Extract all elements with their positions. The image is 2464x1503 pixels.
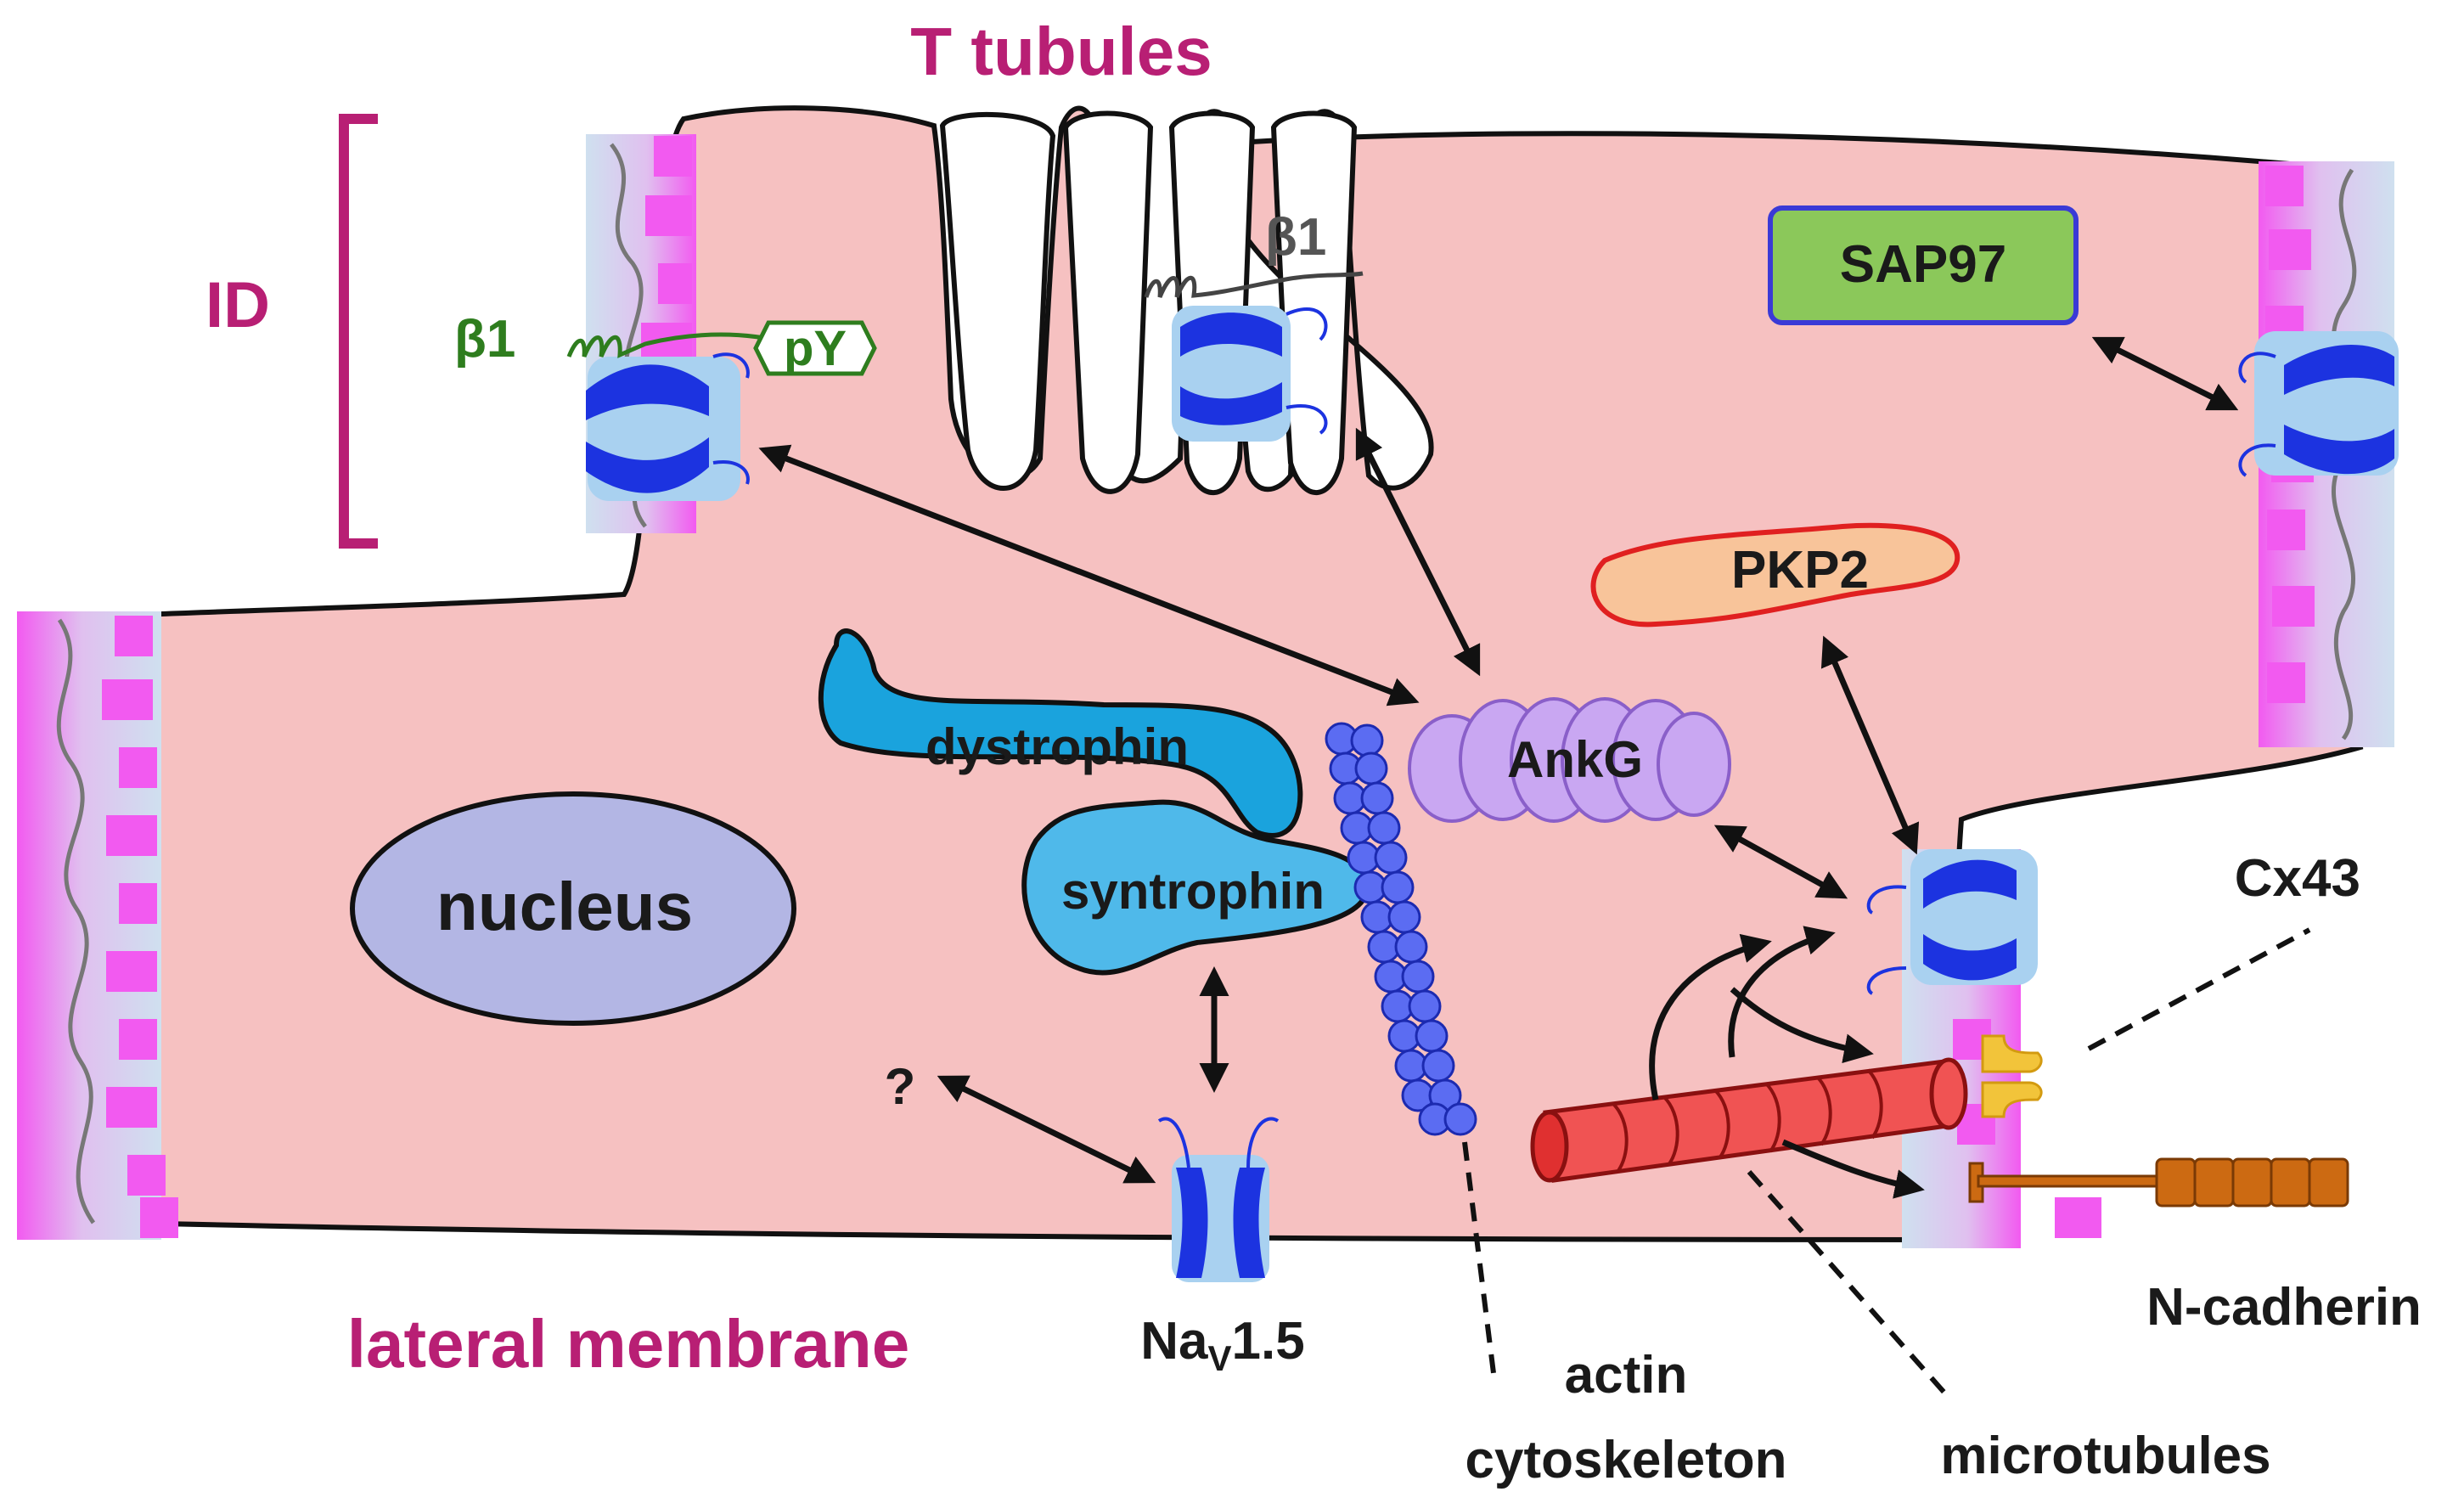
label-beta1-left: β1 xyxy=(454,310,515,369)
label-n-cadherin: N-cadherin xyxy=(2146,1278,2422,1337)
id-bracket xyxy=(339,114,378,549)
nucleus xyxy=(350,791,796,1026)
ankyrin-g xyxy=(1408,697,1731,823)
pkp2 xyxy=(1590,522,1961,628)
label-nav15: NaV1.5 xyxy=(1140,1312,1304,1378)
label-beta1-top: β1 xyxy=(1265,208,1326,267)
nav15-channel-id-left xyxy=(586,352,750,501)
label-sap97: SAP97 xyxy=(1840,235,2006,294)
nav15-channel-lateral xyxy=(1157,1117,1280,1282)
label-actin-line1: actin xyxy=(1565,1346,1688,1404)
nav15-channel-id-lower-right xyxy=(1866,849,2038,995)
beta1-subunit-top xyxy=(1144,271,1364,298)
microtubule xyxy=(1530,1057,1968,1183)
label-syntrophin: syntrophin xyxy=(1061,863,1325,920)
interaction-arrows xyxy=(758,336,2239,1184)
beta1-subunit-left xyxy=(566,332,765,358)
t-tubule-invaginations xyxy=(939,110,1358,495)
label-nucleus: nucleus xyxy=(436,869,693,944)
label-cx43: Cx43 xyxy=(2235,849,2360,908)
label-lateral-membrane: lateral membrane xyxy=(347,1306,910,1382)
microtubule-transport-arrows xyxy=(1649,926,1925,1199)
py-phospho-tag xyxy=(753,320,877,376)
label-ankg: AnkG xyxy=(1507,731,1643,788)
label-py: pY xyxy=(784,321,847,376)
leader-lines xyxy=(1462,927,2311,1394)
label-microtubules: microtubules xyxy=(1940,1427,2270,1485)
label-id: ID xyxy=(205,269,270,341)
nav15-channel-id-right xyxy=(2238,331,2399,477)
sap97 xyxy=(1768,205,2079,325)
actin-cytoskeleton-beads xyxy=(1325,722,1477,1136)
label-pkp2: PKP2 xyxy=(1731,541,1869,600)
nav15-channel-t-tubule xyxy=(1172,306,1328,442)
label-question: ? xyxy=(885,1058,916,1115)
label-actin-line2: cytoskeleton xyxy=(1465,1431,1786,1489)
n-cadherin xyxy=(1968,1157,2349,1207)
label-dystrophin: dystrophin xyxy=(925,718,1189,775)
connexin-43 xyxy=(1981,1034,2043,1118)
intercalated-disc-membrane-lower-left xyxy=(17,611,178,1240)
label-t-tubules: T tubules xyxy=(910,14,1212,89)
